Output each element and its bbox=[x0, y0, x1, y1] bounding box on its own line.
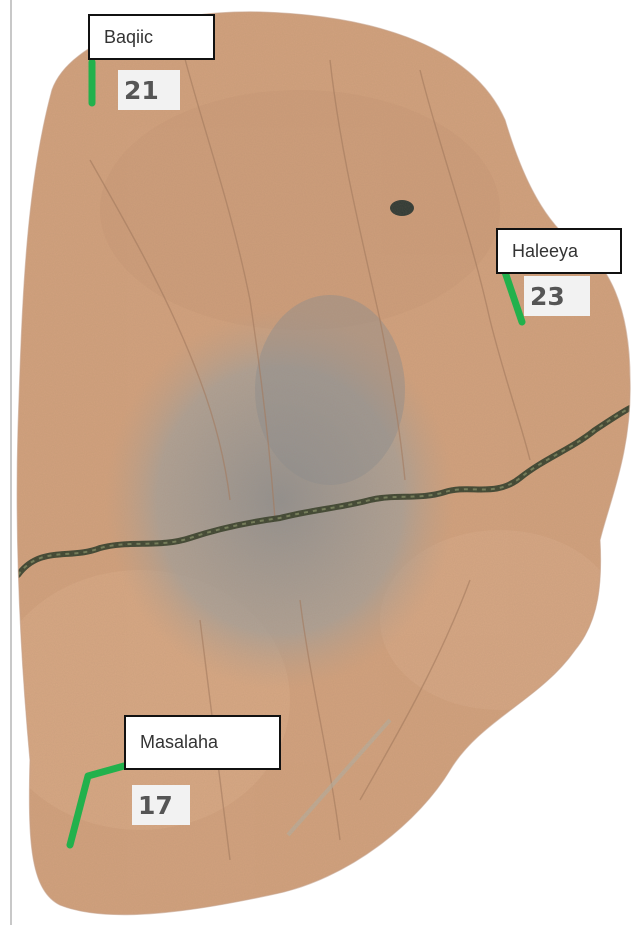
place-label-baqiic[interactable]: Baqiic bbox=[88, 14, 215, 60]
page-edge-line bbox=[10, 0, 12, 925]
value-badge-haleeya: 23 bbox=[524, 276, 590, 316]
place-label-haleeya[interactable]: Haleeya bbox=[496, 228, 622, 274]
marker-line-masalaha bbox=[66, 762, 128, 849]
value-badge-masalaha: 17 bbox=[132, 785, 190, 825]
marker-line-haleeya bbox=[501, 268, 526, 326]
value-badge-baqiic: 21 bbox=[118, 70, 180, 110]
place-label-masalaha[interactable]: Masalaha bbox=[124, 715, 281, 770]
